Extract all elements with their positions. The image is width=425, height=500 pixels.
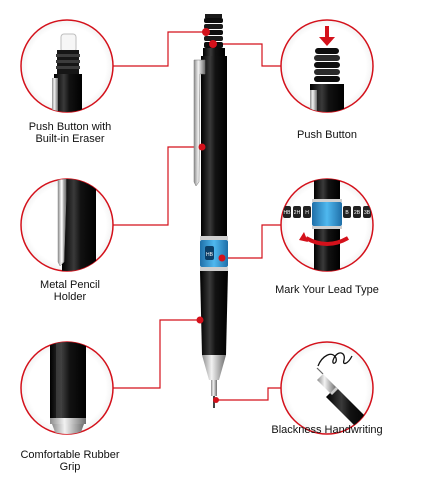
callout-eraser-line1: Push Button with [28, 121, 112, 133]
lead-type-marker-dot [218, 254, 226, 262]
callout-handwriting-label: Blackness Handwriting [257, 424, 397, 436]
bubble-grip [20, 341, 114, 435]
rubber-grip [200, 271, 228, 355]
handwriting-marker-dot [213, 397, 219, 403]
bubble-holder [20, 178, 114, 272]
callout-eraser-line2: Built-in Eraser [35, 133, 105, 145]
holder-marker-dot [198, 143, 206, 151]
connector-eraser [113, 31, 206, 67]
connector-lead-type [222, 224, 281, 259]
callout-holder-line1: Metal Pencil [40, 279, 100, 291]
bubble-push-button [280, 19, 374, 113]
lead-mark-2h: 2H [294, 210, 301, 216]
callout-grip-label: Comfortable Rubber Grip [0, 449, 140, 473]
connector-grip [113, 319, 200, 389]
lead-mark-2b: 2B [354, 210, 361, 216]
callout-lead-type-line1: Mark Your Lead Type [275, 284, 379, 296]
callout-holder-label: Metal Pencil Holder [0, 279, 140, 303]
callout-push-button-label: Push Button [257, 129, 397, 141]
eraser-marker-dot [202, 28, 210, 36]
press-arrow-icon [319, 26, 335, 46]
callout-grip-line1: Comfortable Rubber [20, 449, 120, 461]
callout-eraser-label: Push Button with Built-in Eraser [0, 121, 140, 145]
push-button-marker-dot [209, 40, 217, 48]
bubble-eraser [20, 19, 114, 113]
callout-holder-line2: Holder [53, 291, 87, 303]
pencil: HB [193, 14, 228, 408]
lead-band-mark: HB [206, 252, 214, 258]
connector-push-button [213, 43, 281, 67]
callout-push-button-line1: Push Button [297, 129, 357, 141]
bubble-lead-type: HB 2H H B 2B 3B [280, 178, 374, 272]
bubble-handwriting [280, 341, 374, 435]
callout-grip-line2: Grip [59, 461, 81, 473]
lead-type-marks: HB 2H H B 2B 3B [283, 206, 371, 218]
callout-handwriting-line1: Blackness Handwriting [271, 424, 383, 436]
connector-holder [113, 146, 202, 226]
connector-lines [113, 31, 281, 401]
callout-lead-type-label: Mark Your Lead Type [257, 284, 397, 296]
connector-handwriting [216, 387, 281, 401]
grip-marker-dot [196, 316, 204, 324]
metal-clip [193, 59, 206, 187]
lead-mark-b: B [345, 210, 349, 216]
lead-mark-h: H [305, 210, 309, 216]
lead-mark-hb: HB [284, 210, 292, 216]
lead-mark-3b: 3B [364, 210, 371, 216]
